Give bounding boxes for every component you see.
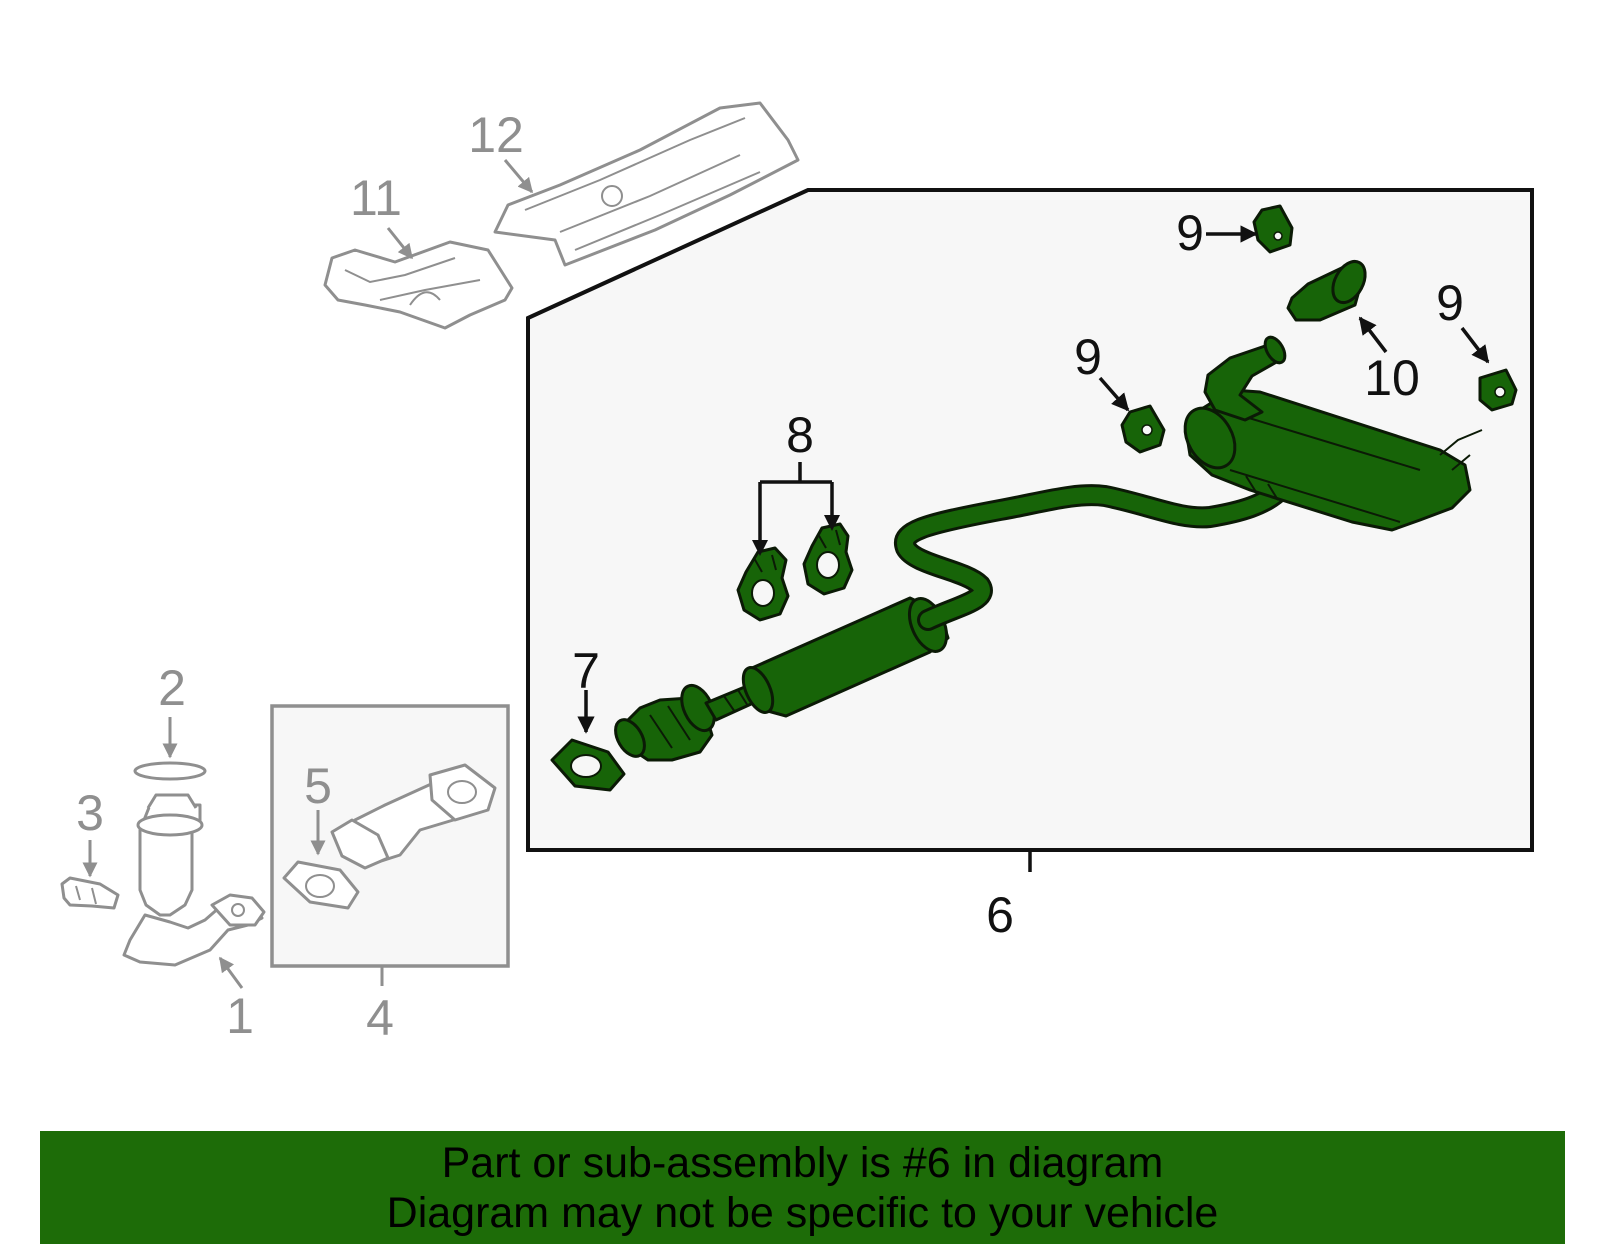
callout-9a: 9 — [1176, 205, 1204, 261]
leader-8-arrowheads — [752, 515, 840, 556]
callout-5: 5 — [304, 758, 332, 814]
callout-11: 11 — [350, 170, 402, 226]
callout-9c: 9 — [1436, 275, 1464, 331]
heat-shield-part-11[interactable] — [323, 240, 514, 330]
callout-10: 10 — [1364, 350, 1420, 406]
callout-9b: 9 — [1074, 329, 1102, 385]
banner-line-disclaimer: Diagram may not be specific to your vehi… — [386, 1188, 1219, 1237]
callout-1: 1 — [226, 988, 254, 1044]
leader-1 — [218, 956, 244, 989]
leader-8 — [758, 462, 834, 549]
gasket-part-7[interactable] — [550, 738, 626, 792]
hanger-insulator-part-8a[interactable] — [736, 546, 790, 622]
leader-11 — [386, 227, 414, 260]
callout-8: 8 — [786, 407, 814, 463]
assembly-notice-banner: Part or sub-assembly is #6 in diagram Di… — [40, 1131, 1565, 1244]
exhaust-tip-part-10[interactable] — [1286, 256, 1372, 322]
callout-12: 12 — [468, 107, 524, 163]
gasket-ring-part-2[interactable] — [133, 761, 207, 781]
hanger-insulator-part-9c[interactable] — [1478, 368, 1518, 412]
leader-9b — [1098, 376, 1130, 412]
leader-12 — [503, 159, 534, 194]
hanger-insulator-part-9b[interactable] — [1120, 404, 1166, 454]
exhaust-pipe-assembly-part-6[interactable] — [610, 334, 1483, 762]
converter-part-1[interactable] — [122, 793, 266, 967]
banner-line-assembly: Part or sub-assembly is #6 in diagram — [441, 1138, 1164, 1187]
gasket-part-5[interactable] — [282, 860, 360, 910]
hanger-insulator-part-8b[interactable] — [802, 522, 854, 596]
callout-2: 2 — [158, 660, 186, 716]
callout-3: 3 — [76, 785, 104, 841]
heat-shield-part-12[interactable] — [493, 101, 800, 267]
callout-6: 6 — [986, 887, 1014, 943]
leader-9c — [1460, 326, 1490, 364]
flanged-pipe-part-4[interactable] — [330, 763, 497, 870]
sensor-part-3[interactable] — [60, 876, 120, 910]
hanger-insulator-part-9a[interactable] — [1252, 204, 1294, 254]
callout-7: 7 — [572, 643, 600, 699]
callout-4: 4 — [366, 990, 394, 1046]
leader-10 — [1358, 316, 1388, 354]
